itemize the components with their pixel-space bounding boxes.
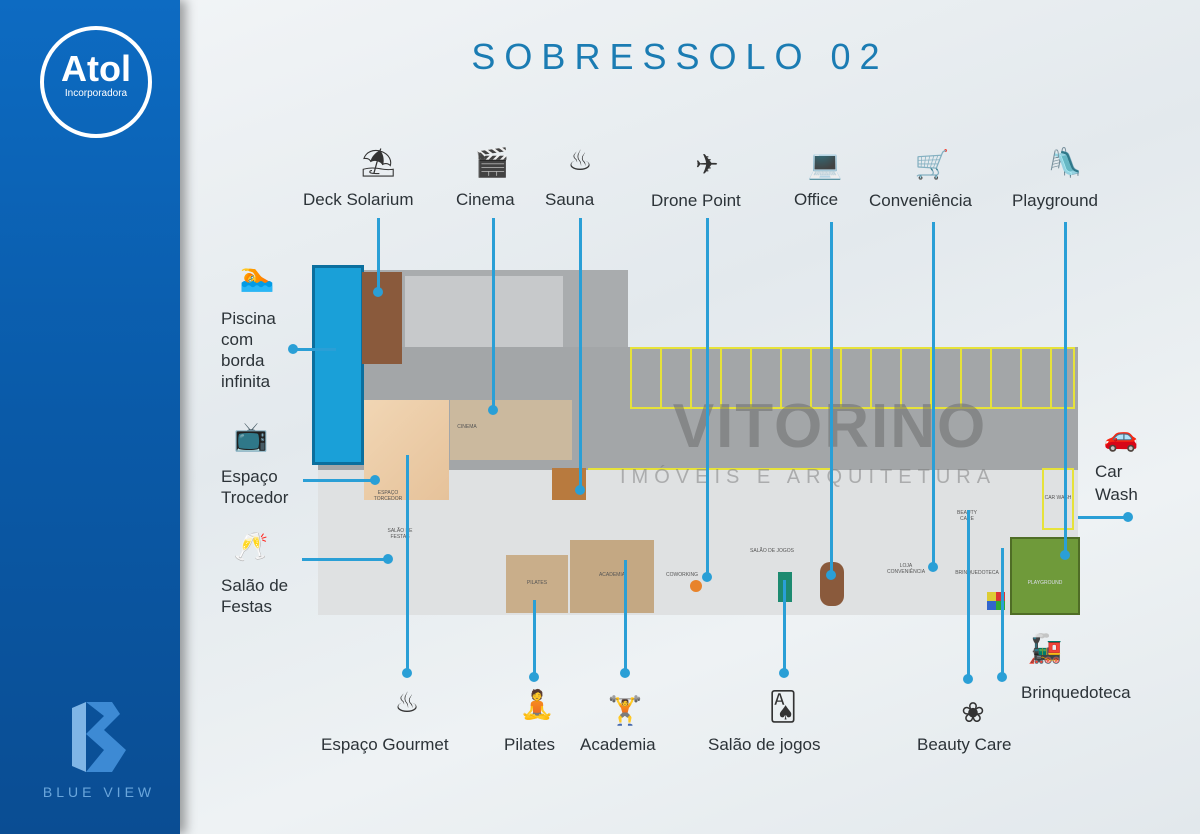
label-sauna: Sauna (545, 190, 595, 209)
plan-label-playground: PLAYGROUND (1027, 580, 1063, 586)
label-car-wash: Car Wash (1095, 462, 1138, 504)
callout-line (579, 218, 582, 490)
watermark-sub: IMÓVEIS E ARQUITETURA (620, 466, 997, 488)
car-wash-bay (1042, 468, 1074, 530)
callout-dot (963, 674, 973, 684)
logo-subtitle: Incorporadora (64, 88, 128, 99)
plan-label-cinema: CINEMA (457, 424, 477, 430)
callout-line (303, 479, 375, 482)
callout-line (533, 600, 536, 678)
lotus-icon: ❀ (961, 697, 985, 728)
callout-dot (575, 485, 585, 495)
label-salao-de-festas: Salão de Festas (221, 576, 289, 616)
grill-icon: ♨ (394, 687, 420, 718)
playground-area (1010, 537, 1080, 615)
callout-dot (779, 668, 789, 678)
infinity-pool (312, 265, 364, 465)
callout-dot (373, 287, 383, 297)
callout-line (406, 455, 409, 675)
callout-dot (402, 668, 412, 678)
callout-line (292, 348, 336, 351)
pilates-icon: 🧘 (519, 689, 555, 720)
cinema-room (450, 400, 572, 460)
drone-pad (690, 580, 702, 592)
plan-label-coworking: COWORKING (666, 572, 698, 578)
sauna-icon: ♨ (567, 145, 593, 176)
label-beauty-care: Beauty Care (917, 735, 1012, 754)
callout-line (830, 222, 833, 576)
plan-label-jogos: SALÃO DE JOGOS (750, 548, 794, 554)
laptop-icon: 💻 (807, 149, 843, 180)
dumbbell-icon: 🏋 (607, 695, 643, 726)
callout-line (783, 580, 786, 674)
page-title: SOBRESSOLO 02 (471, 36, 889, 77)
label-cinema: Cinema (456, 190, 515, 209)
callout-line (932, 222, 935, 568)
cards-icon: 🂡 (768, 691, 798, 722)
label-brinquedoteca: Brinquedoteca (1021, 683, 1131, 702)
plan-label-pilates: PILATES (526, 580, 548, 586)
callout-dot (1060, 550, 1070, 560)
toy-blocks (987, 592, 1005, 610)
plan-label-trocedor: ESPAÇO TORCEDOR (373, 490, 403, 502)
parking-spaces-top (630, 347, 1075, 409)
toast-icon: 🥂 (233, 531, 269, 562)
plan-label-loja: LOJA CONVENIÊNCIA (886, 563, 926, 575)
plan-label-brinq: BRINQUEDOTECA (955, 570, 999, 576)
blue-view-b-icon (72, 702, 126, 772)
callout-line (492, 218, 495, 410)
drone-icon: ✈ (695, 149, 719, 180)
plan-label-academia: ACADEMIA (598, 572, 626, 578)
label-playground: Playground (1012, 191, 1099, 210)
callout-dot (826, 570, 836, 580)
cart-icon: 🛒 (914, 149, 950, 180)
callout-dot (997, 672, 1007, 682)
callout-dot (488, 405, 498, 415)
blue-view-logo: BLUE VIEW (34, 700, 164, 800)
callout-dot (620, 668, 630, 678)
label-espaco-gourmet: Espaço Gourmet (321, 735, 449, 754)
callout-dot (529, 672, 539, 682)
label-piscina: Piscina com borda infinita (221, 309, 276, 391)
callout-line (1064, 222, 1067, 556)
pool-icon: 🏊 (239, 261, 275, 292)
clapperboard-icon: 🎬 (474, 147, 510, 178)
atol-logo: Atol Incorporadora (40, 26, 152, 138)
label-deck-solarium: Deck Solarium (303, 190, 414, 209)
callout-line (967, 510, 970, 680)
callout-line (377, 218, 380, 292)
label-drone-point: Drone Point (651, 191, 741, 210)
label-espaco-trocedor: Espaço Trocedor (221, 467, 289, 507)
plan-label-festas: SALÃO DE FESTAS (387, 528, 413, 540)
callout-line (624, 560, 627, 674)
logo-name: Atol (61, 48, 131, 89)
callout-line (1078, 516, 1128, 519)
blue-view-text: BLUE VIEW (42, 784, 156, 800)
car-wash-icon: 🚗 (1103, 421, 1139, 452)
label-salao-de-jogos: Salão de jogos (708, 735, 821, 754)
callout-line (302, 558, 388, 561)
brand-sidebar: Atol Incorporadora BLUE VIEW (0, 0, 180, 834)
label-academia: Academia (580, 735, 656, 754)
tv-icon: 📺 (233, 421, 269, 452)
deck-solarium-area (362, 272, 402, 364)
ramp (405, 276, 563, 348)
toy-train-icon: 🚂 (1027, 633, 1063, 664)
callout-dot (370, 475, 380, 485)
label-office: Office (794, 190, 839, 209)
callout-dot (383, 554, 393, 564)
plan-label-carwash: CAR WASH (1044, 495, 1072, 501)
callout-dot (1123, 512, 1133, 522)
academia-room (570, 540, 654, 613)
label-pilates: Pilates (504, 735, 556, 754)
playground-icon: 🛝 (1047, 147, 1083, 178)
callout-line (1001, 548, 1004, 678)
callout-dot (928, 562, 938, 572)
callout-line (706, 218, 709, 578)
pilates-room (506, 555, 568, 613)
callout-dot (702, 572, 712, 582)
lounger-icon: ⛱ (360, 147, 396, 178)
label-conveniencia: Conveniência (869, 191, 973, 210)
